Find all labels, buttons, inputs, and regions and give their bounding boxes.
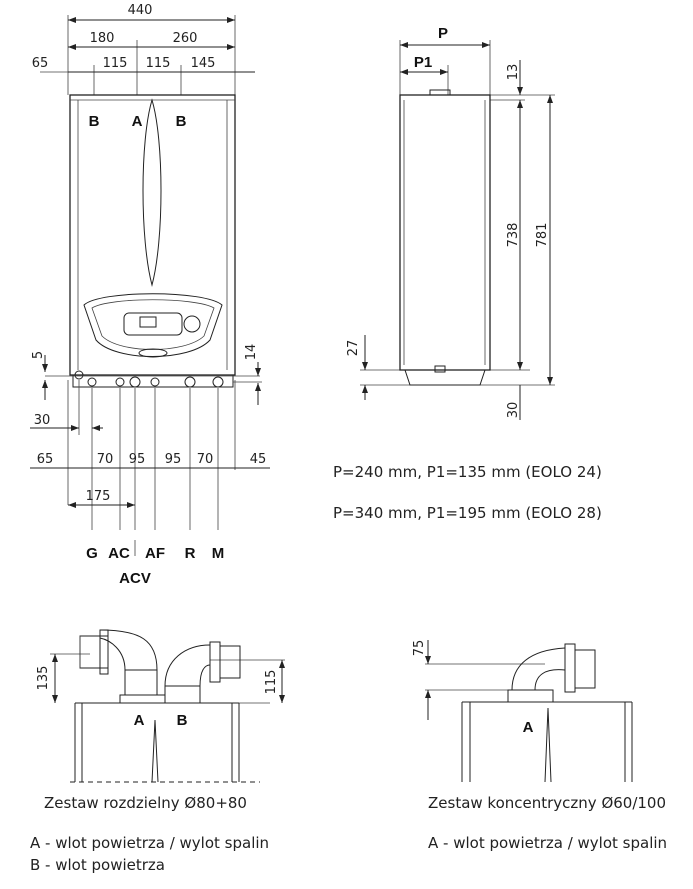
dim-75: 75 <box>412 640 427 657</box>
dim-27: 27 <box>346 340 361 357</box>
dim-45: 45 <box>250 452 267 467</box>
separate-kit-drawing: 135 115 A B Zestaw rozdzielny Ø80+80 A -… <box>30 629 285 874</box>
side-view: P P1 13 738 781 30 27 P=240 mm, P1=135 m… <box>333 25 602 522</box>
separate-kit-title: Zestaw rozdzielny Ø80+80 <box>44 794 247 812</box>
boiler-front-body <box>69 94 236 376</box>
dim-95-b: 95 <box>165 452 182 467</box>
dim-115-a: 115 <box>103 56 128 71</box>
concentric-label-a: A <box>523 719 534 736</box>
dim-13: 13 <box>506 64 521 81</box>
concentric-kit-drawing: 75 A Zestaw koncentryczny Ø60/100 A - wl… <box>412 640 667 852</box>
connection-r: R <box>185 545 196 562</box>
separate-label-b: B <box>177 712 188 729</box>
separate-label-a: A <box>134 712 145 729</box>
control-panel <box>83 293 223 357</box>
dim-30-side: 30 <box>506 402 521 419</box>
separate-legend-b: B - wlot powietrza <box>30 856 165 874</box>
connection-af: AF <box>145 545 165 562</box>
label-a: A <box>132 113 143 130</box>
concentric-kit-title: Zestaw koncentryczny Ø60/100 <box>428 794 666 812</box>
note-eolo-28: P=340 mm, P1=195 mm (EOLO 28) <box>333 504 602 522</box>
dim-440: 440 <box>128 3 153 18</box>
concentric-legend-a: A - wlot powietrza / wylot spalin <box>428 834 667 852</box>
separate-legend-a: A - wlot powietrza / wylot spalin <box>30 834 269 852</box>
dim-180: 180 <box>90 31 115 46</box>
front-view: 440 180 260 65 115 115 145 B A B <box>30 3 270 587</box>
dim-p1: P1 <box>414 54 432 71</box>
connection-m: M <box>212 545 225 562</box>
boiler-side-body <box>399 94 491 371</box>
dim-p: P <box>438 25 448 42</box>
dim-70-b: 70 <box>197 452 214 467</box>
dim-145: 145 <box>191 56 216 71</box>
dim-5: 5 <box>31 351 46 359</box>
dim-175: 175 <box>86 489 111 504</box>
dim-260: 260 <box>173 31 198 46</box>
dim-70-a: 70 <box>97 452 114 467</box>
dim-95-a: 95 <box>129 452 146 467</box>
label-b-left: B <box>89 113 100 130</box>
dim-115-b: 115 <box>146 56 171 71</box>
label-b-right: B <box>176 113 187 130</box>
dim-135: 135 <box>36 666 51 691</box>
connection-acv: ACV <box>119 570 151 587</box>
note-eolo-24: P=240 mm, P1=135 mm (EOLO 24) <box>333 463 602 481</box>
dim-14: 14 <box>244 344 259 361</box>
dim-65-bottom: 65 <box>37 452 54 467</box>
connection-ac: AC <box>108 545 130 562</box>
dim-781: 781 <box>535 223 550 248</box>
dim-115: 115 <box>264 670 279 695</box>
dim-30-bottom: 30 <box>34 413 51 428</box>
dim-65-top: 65 <box>32 56 49 71</box>
dim-738: 738 <box>506 223 521 248</box>
connection-g: G <box>86 545 98 562</box>
